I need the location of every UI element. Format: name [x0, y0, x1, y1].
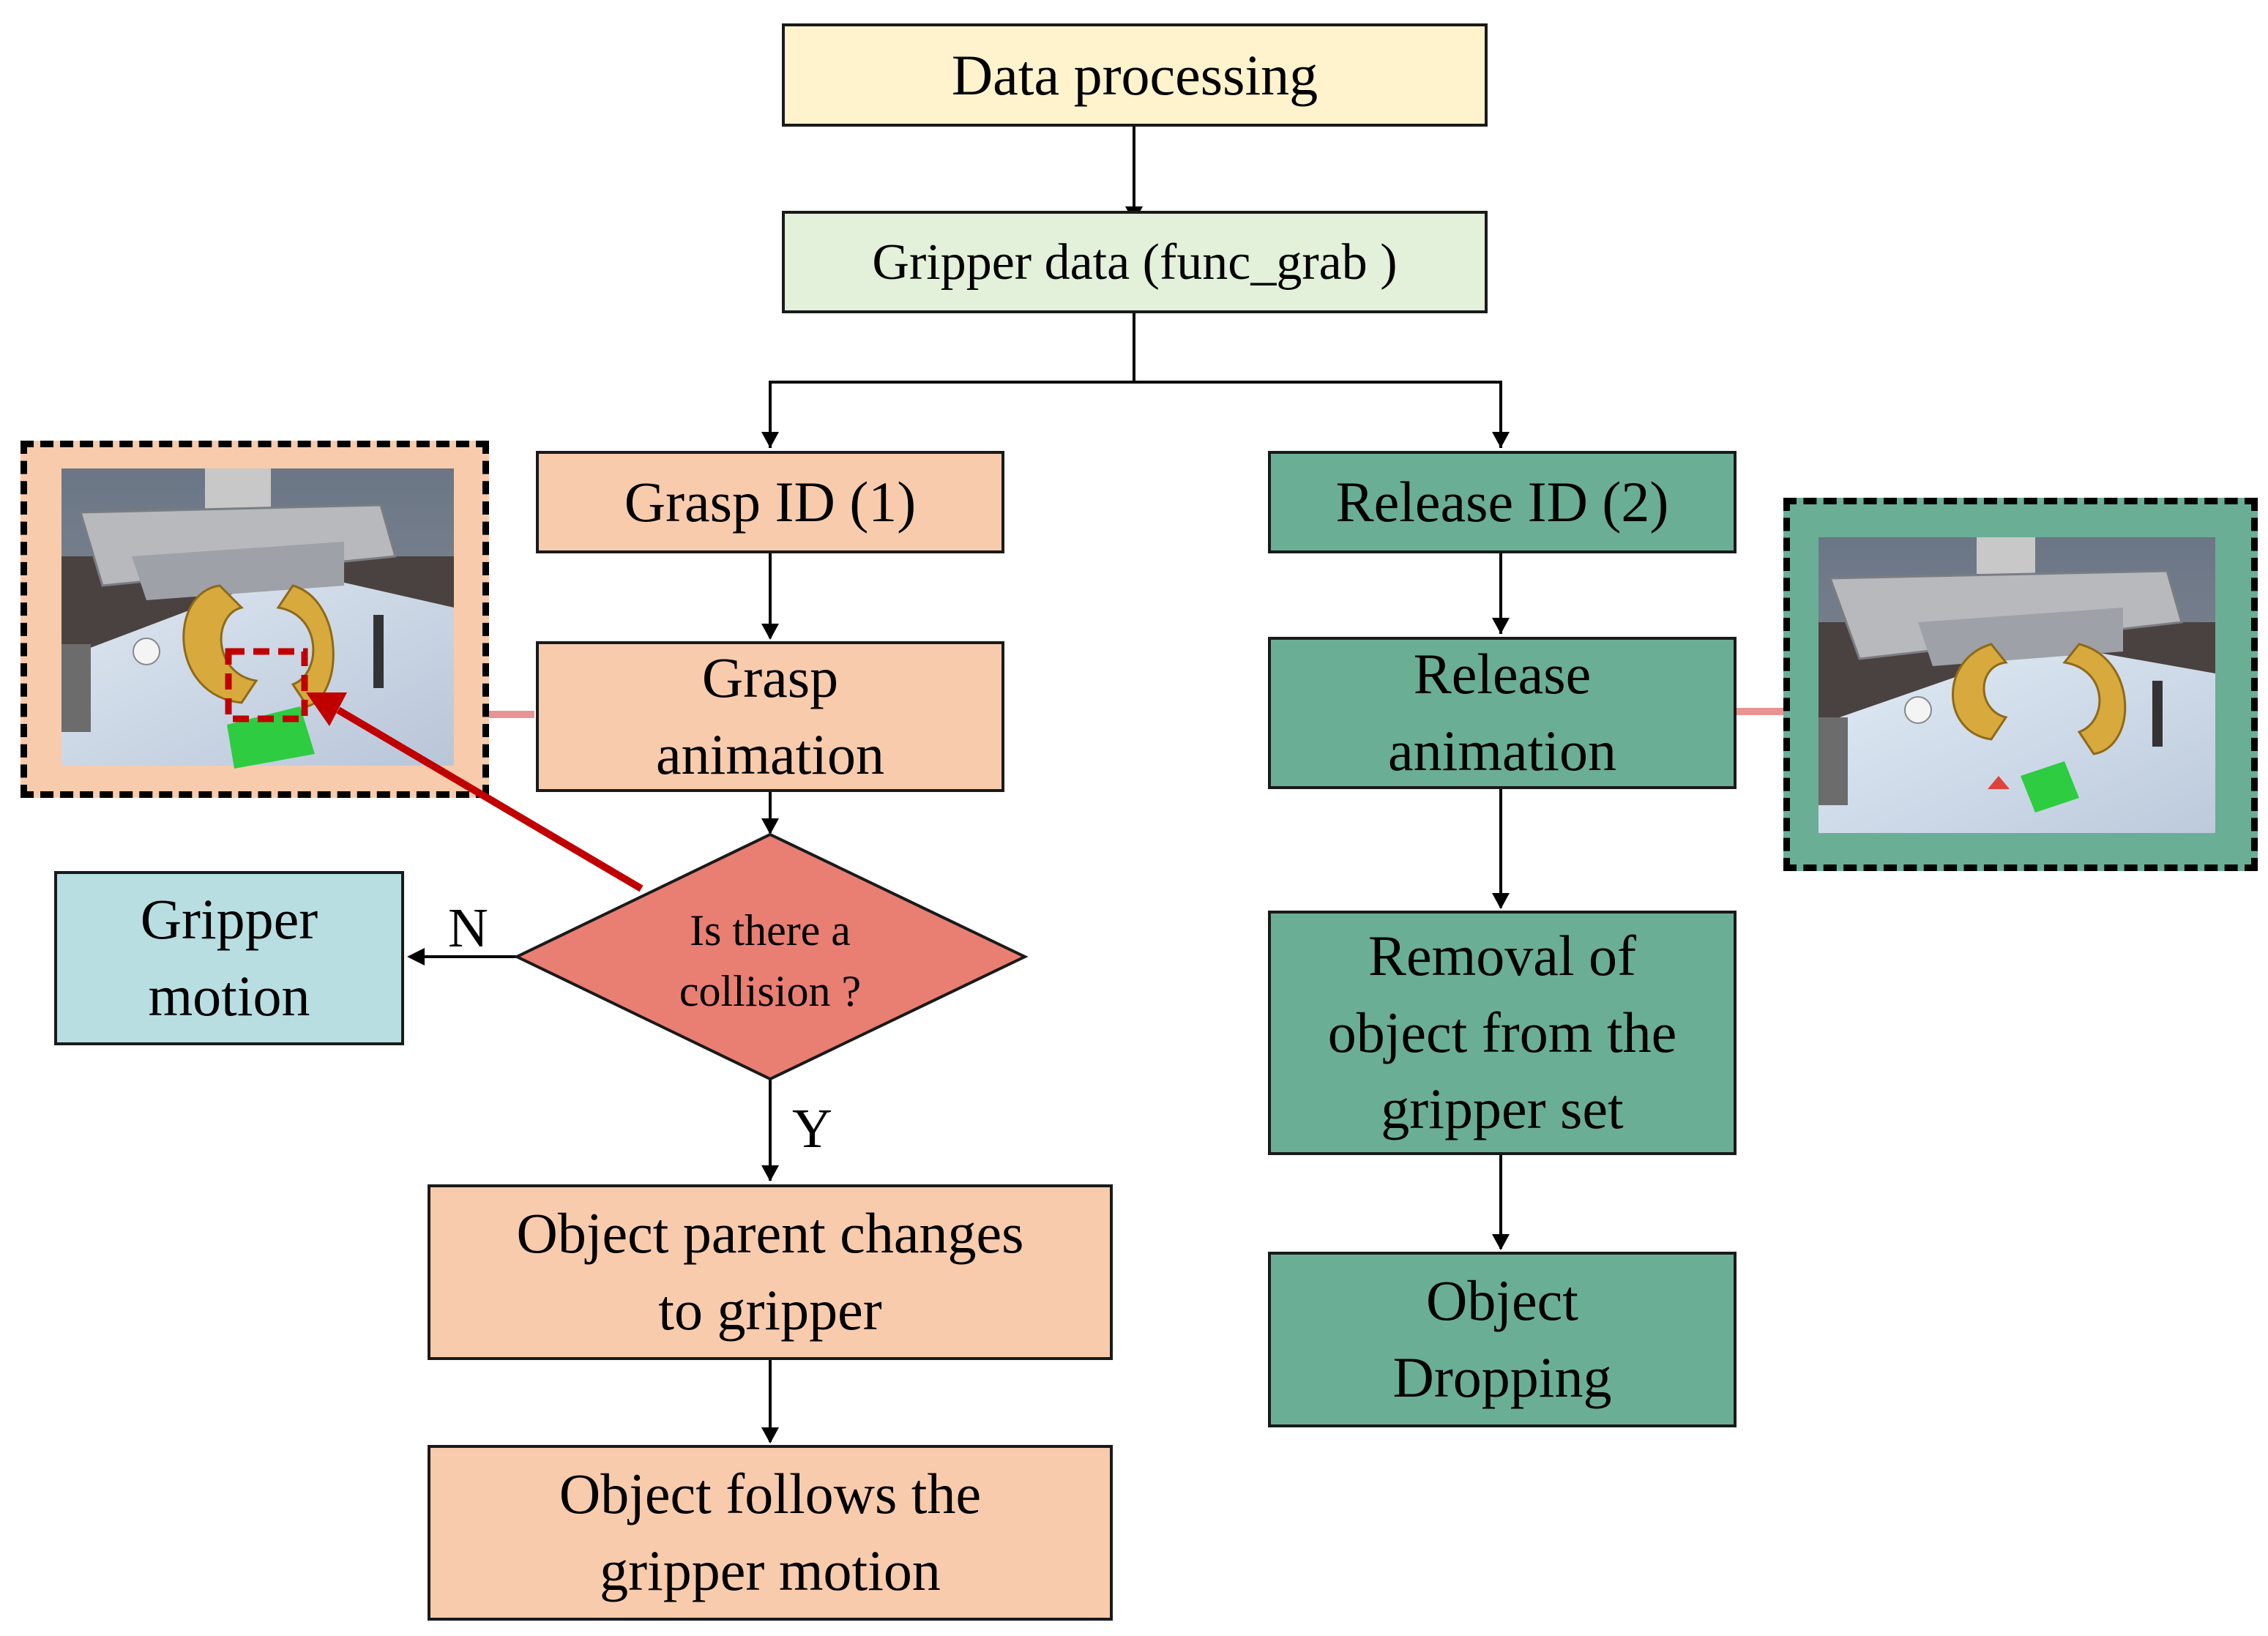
arrowhead: [761, 432, 779, 448]
arrowhead: [761, 1165, 779, 1181]
follows-box: Object follows the gripper motion: [428, 1445, 1113, 1621]
collision-question-label: Is there a collision ?: [679, 906, 862, 1015]
dropping-label: Object Dropping: [1392, 1269, 1612, 1409]
follows-label: Object follows the gripper motion: [559, 1462, 982, 1602]
arrowhead: [1492, 893, 1510, 909]
data-processing-label: Data processing: [951, 42, 1318, 107]
arrowhead: [1492, 432, 1510, 448]
gripper-motion-label: Gripper motion: [140, 887, 318, 1028]
release-animation-box: Release animation: [1268, 637, 1737, 789]
release-id-label: Release ID (2): [1335, 470, 1669, 534]
collision-highlight-box: [225, 648, 308, 722]
decision-diamond: [513, 832, 1029, 1081]
yes-label: Y: [792, 1098, 832, 1159]
no-label: N: [448, 897, 488, 959]
arrowhead: [407, 948, 425, 965]
arrowhead: [1492, 618, 1510, 634]
release-id-box: Release ID (2): [1268, 451, 1737, 553]
arrowhead: [761, 818, 779, 834]
grasp-animation-box: Grasp animation: [536, 641, 1004, 792]
arrowhead: [761, 1427, 779, 1443]
removal-label: Removal of object from the gripper set: [1327, 924, 1677, 1141]
grasp-animation-label: Grasp animation: [656, 646, 884, 786]
removal-box: Removal of object from the gripper set: [1268, 911, 1737, 1155]
release-animation-label: Release animation: [1388, 642, 1616, 782]
arrowhead: [1492, 1234, 1510, 1250]
gripper-data-box: Gripper data (func_grab ): [782, 211, 1488, 313]
gripper-motion-box: Gripper motion: [54, 871, 404, 1045]
grasp-id-box: Grasp ID (1): [536, 451, 1004, 553]
grasp-id-label: Grasp ID (1): [624, 470, 917, 534]
parent-changes-box: Object parent changes to gripper: [428, 1184, 1113, 1360]
data-processing-box: Data processing: [782, 23, 1488, 127]
branch-line: [769, 313, 1135, 448]
arrowhead: [761, 624, 779, 640]
branch-line-right: [1134, 381, 1502, 448]
gripper-data-label: Gripper data (func_grab ): [872, 234, 1398, 291]
parent-changes-label: Object parent changes to gripper: [516, 1201, 1024, 1342]
dropping-box: Object Dropping: [1268, 1252, 1737, 1427]
